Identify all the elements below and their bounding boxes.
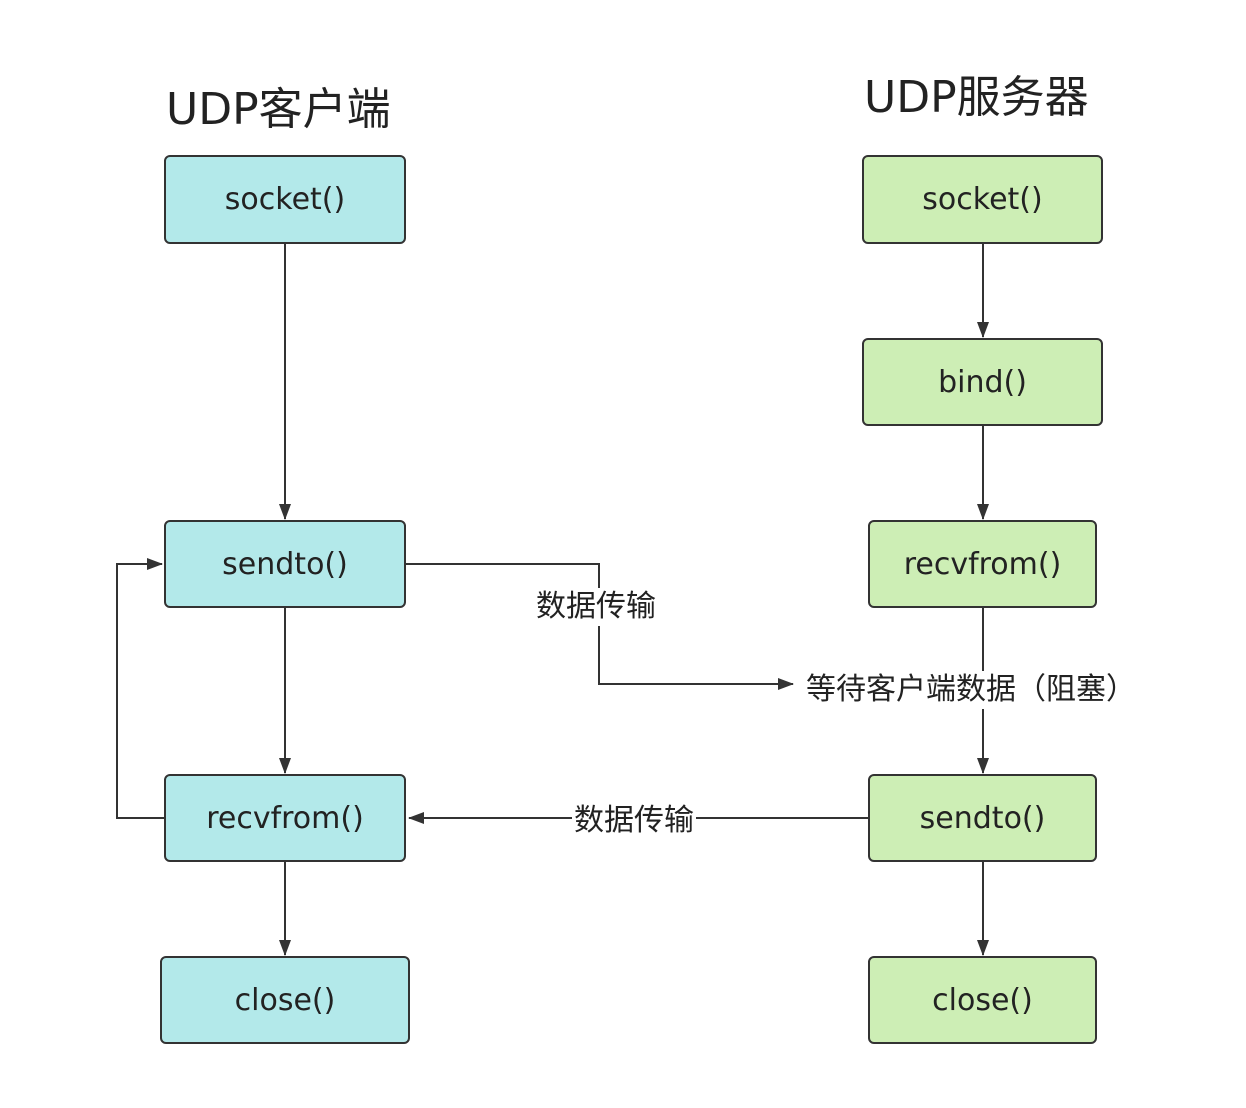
server-to-client-transfer-label: 数据传输 [572,802,696,840]
server-close-node: close() [868,956,1097,1044]
arrow-client-loop-back [116,558,164,819]
client-close-node: close() [160,956,410,1044]
server-bind-node: bind() [862,338,1103,426]
server-socket-node: socket() [862,155,1103,244]
server-recvfrom-node: recvfrom() [868,520,1097,608]
client-to-server-transfer-label: 数据传输 [536,588,656,626]
wait-for-client-data-note: 等待客户端数据（阻塞） [806,671,1136,709]
client-recvfrom-node: recvfrom() [164,774,406,862]
server-column-title: UDP服务器 [864,72,1089,123]
client-sendto-node: sendto() [164,520,406,608]
client-socket-node: socket() [164,155,406,244]
server-sendto-node: sendto() [868,774,1097,862]
client-column-title: UDP客户端 [166,84,391,135]
